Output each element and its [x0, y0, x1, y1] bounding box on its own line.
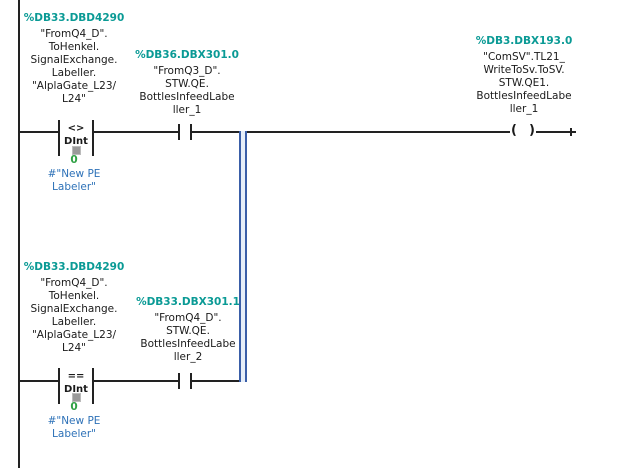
left-power-rail [18, 0, 20, 468]
compare2-box[interactable]: == DInt [58, 368, 94, 404]
rung1-wire-d [536, 131, 576, 133]
compare2-datatype: DInt [64, 384, 88, 395]
rung1-wire-b [94, 131, 178, 133]
coil-symbol[interactable]: ( ) [511, 123, 535, 138]
rung1-wire-c [192, 131, 510, 133]
rung2-wire-c [192, 380, 242, 382]
compare1-comment: #"New PE Labeler" [47, 168, 101, 193]
coil-address[interactable]: %DB3.DBX193.0 [475, 35, 573, 47]
compare2-in2-pin[interactable] [72, 393, 81, 402]
compare2-operand-address[interactable]: %DB33.DBD4290 [23, 261, 125, 273]
contact1-address[interactable]: %DB36.DBX301.0 [135, 49, 239, 61]
contact2-address[interactable]: %DB33.DBX301.1 [136, 296, 240, 308]
compare2-comment: #"New PE Labeler" [47, 415, 101, 440]
rung2-wire-b [94, 380, 178, 382]
compare2-operand-name[interactable]: "FromQ4_D". ToHenkel. SignalExchange. La… [30, 277, 118, 354]
contact1-symbol[interactable] [178, 124, 194, 140]
compare1-value[interactable]: 0 [70, 154, 78, 166]
contact2-symbol[interactable] [178, 373, 194, 389]
contact2-name[interactable]: "FromQ4_D". STW.QE. BottlesInfeedLabe ll… [140, 312, 236, 363]
compare1-datatype: DInt [64, 136, 88, 147]
compare1-box[interactable]: <> DInt [58, 120, 94, 156]
rung2-wire-a [20, 380, 58, 382]
compare1-operand-name[interactable]: "FromQ4_D". ToHenkel. SignalExchange. La… [30, 28, 118, 105]
or-branch-connection[interactable] [239, 131, 247, 382]
compare2-value[interactable]: 0 [70, 401, 78, 413]
rung1-wire-a [20, 131, 58, 133]
compare2-operator: == [67, 371, 85, 382]
compare1-in2-pin[interactable] [72, 146, 81, 155]
rung1-end-tick [570, 128, 572, 136]
coil-name[interactable]: "ComSV".TL21_ WriteToSv.ToSV. STW.QE1. B… [476, 51, 572, 115]
compare1-operator: <> [67, 123, 85, 134]
left-rail-lower [18, 440, 20, 468]
compare1-operand-address[interactable]: %DB33.DBD4290 [23, 12, 125, 24]
contact1-name[interactable]: "FromQ3_D". STW.QE. BottlesInfeedLabe ll… [139, 65, 235, 116]
